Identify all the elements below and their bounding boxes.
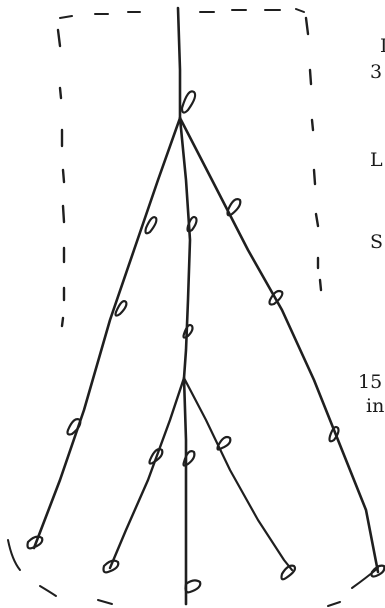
branch-lower-left bbox=[110, 378, 184, 568]
bud-mark bbox=[116, 301, 127, 315]
label-top-line1: I bbox=[380, 36, 385, 56]
bud-mark bbox=[282, 566, 296, 580]
branch-upper-right bbox=[180, 118, 378, 572]
label-bottom-line1: 15 bbox=[358, 372, 382, 392]
label-l: L bbox=[370, 150, 383, 170]
bud-mark bbox=[68, 419, 81, 434]
branch-lower-right bbox=[184, 378, 292, 570]
trunk-line bbox=[178, 8, 180, 118]
dashed-bottom-arc bbox=[8, 540, 378, 606]
branch-lower-center bbox=[184, 378, 186, 604]
bud-mark bbox=[186, 580, 201, 592]
branch-upper-left bbox=[34, 118, 180, 548]
bud-mark bbox=[182, 91, 195, 112]
label-bottom-line2: in bbox=[366, 396, 384, 416]
label-top-line2: 3 bbox=[370, 62, 382, 82]
branch-upper-center bbox=[180, 118, 190, 378]
bud-mark bbox=[146, 217, 157, 233]
label-s: S bbox=[370, 232, 383, 252]
